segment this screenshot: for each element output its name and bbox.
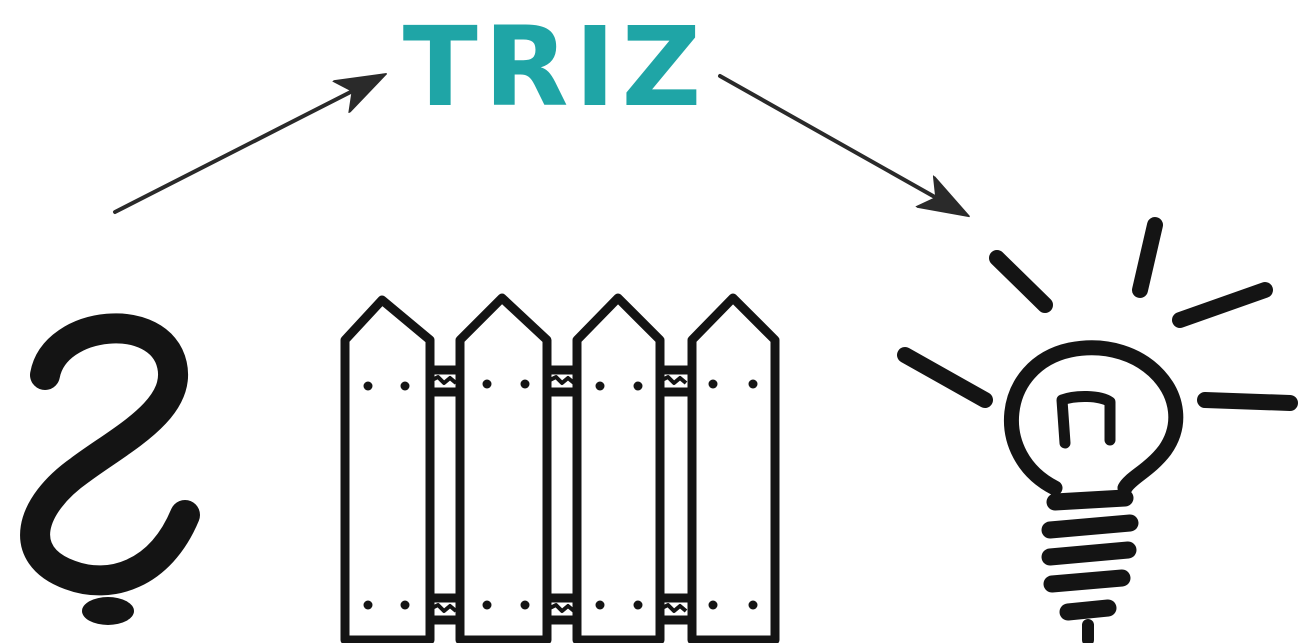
fence-picket xyxy=(692,298,775,640)
title-label: TRIZ xyxy=(403,3,707,131)
fence-picket xyxy=(460,298,547,640)
arrow-triz-to-solution xyxy=(720,76,965,214)
fence-picket xyxy=(577,298,660,640)
fence-icon xyxy=(345,298,775,640)
question-mark-icon xyxy=(35,328,185,625)
arrow-problem-to-triz xyxy=(115,76,382,212)
lightbulb-icon xyxy=(905,225,1290,640)
fence-picket xyxy=(345,300,430,640)
